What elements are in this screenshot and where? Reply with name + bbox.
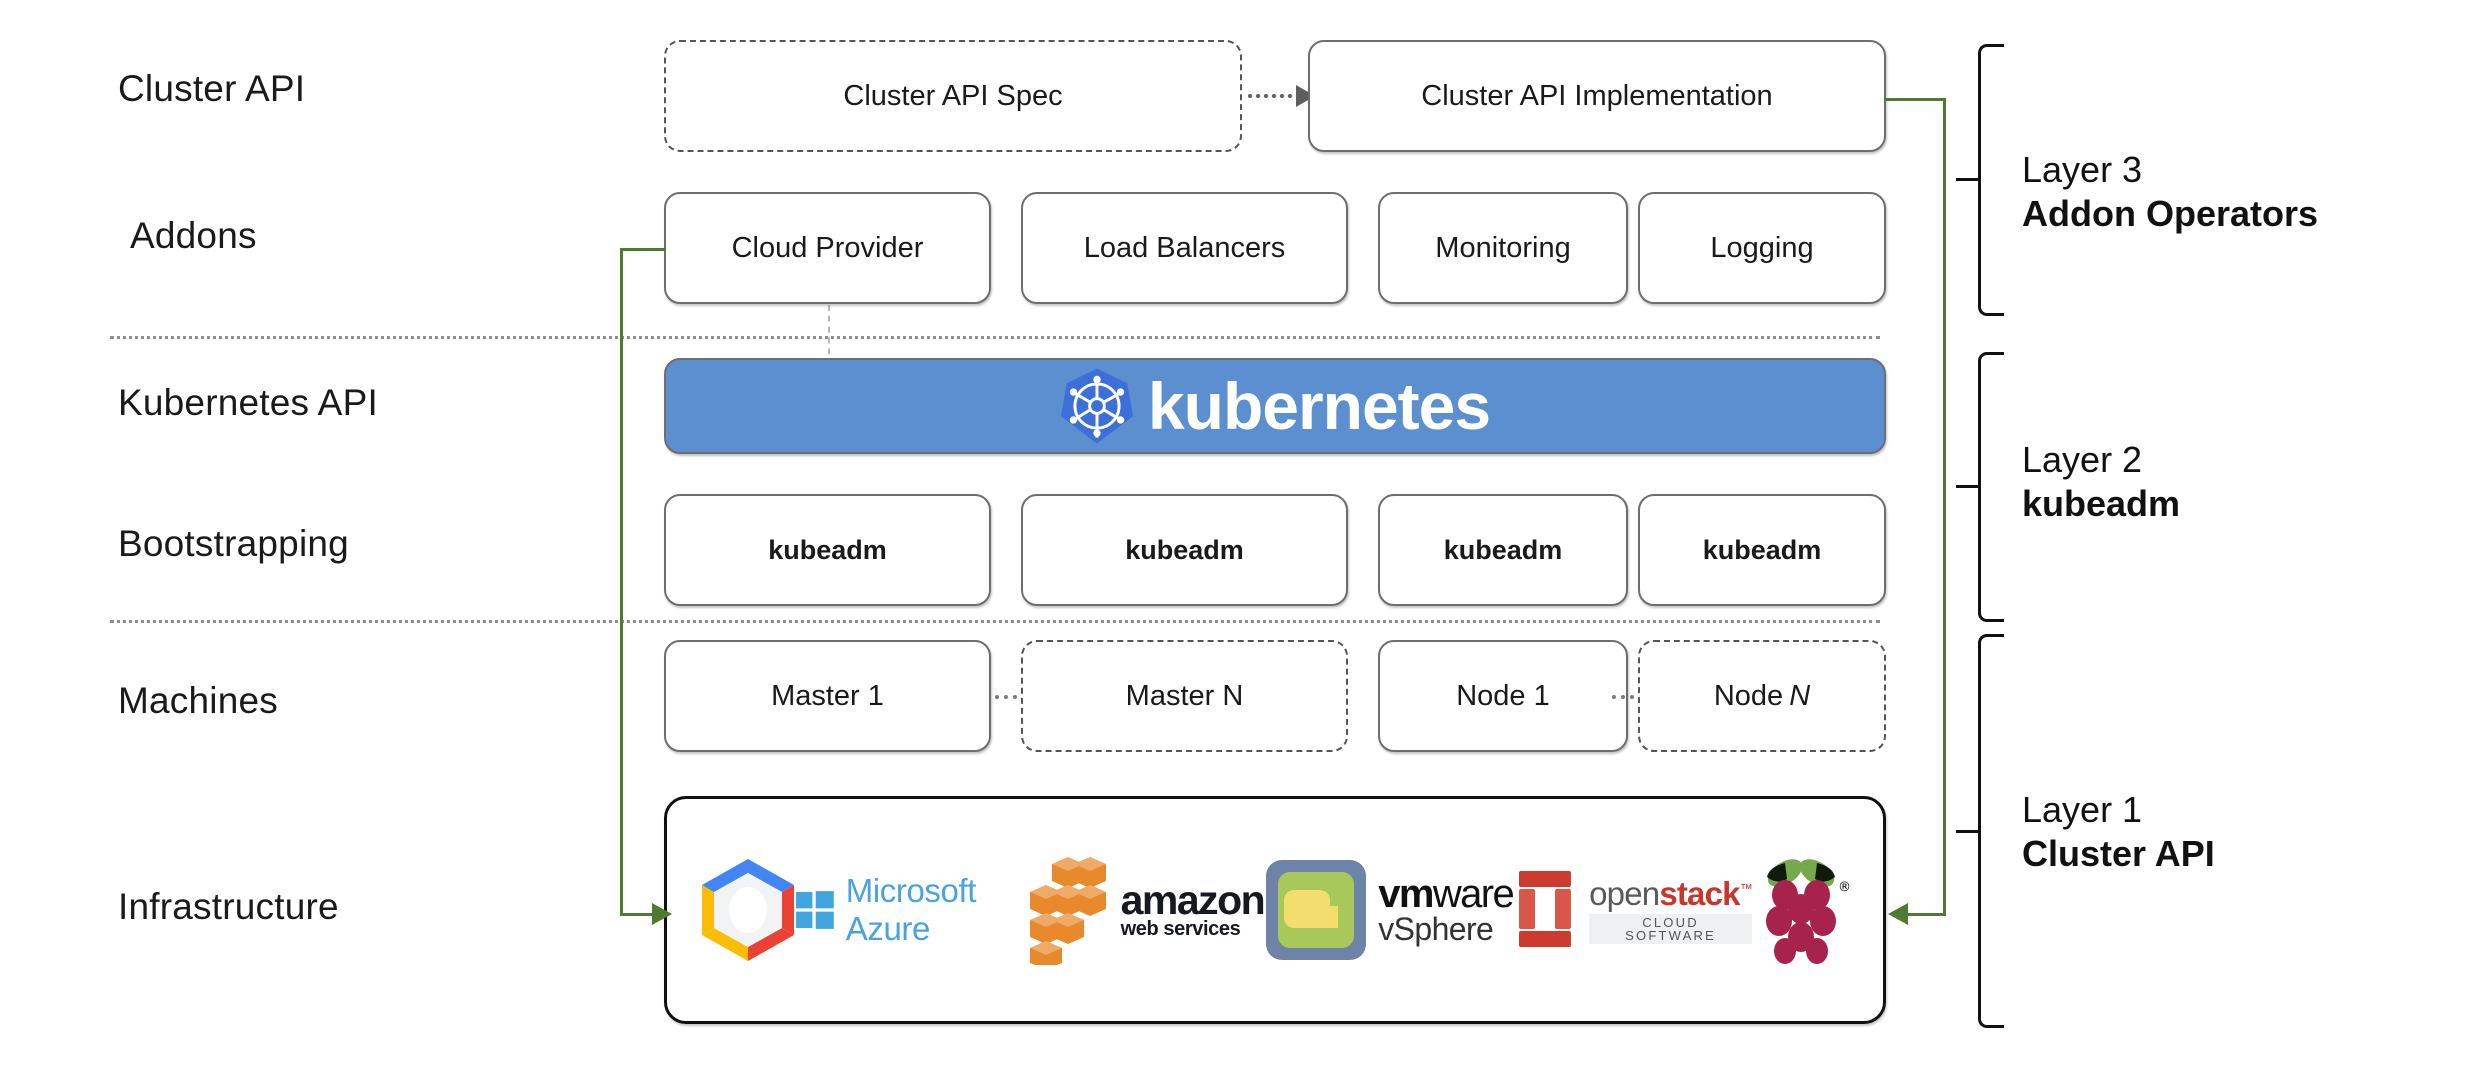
bootstrap-box-2[interactable]: kubeadm [1021,494,1348,606]
layer-1-number: Layer 1 [2022,789,2143,830]
row-label-addons: Addons [130,215,257,256]
addon-box-load-balancers[interactable]: Load Balancers [1021,192,1348,304]
layer-separator-upper [110,336,1880,339]
addon-box-monitoring[interactable]: Monitoring [1378,192,1628,304]
bootstrap-label: kubeadm [1443,534,1563,565]
addon-label: Monitoring [1435,231,1571,264]
bootstrap-box-1[interactable]: kubeadm [664,494,991,606]
layer-3-bracket [1978,44,2004,316]
layer-1-label: Layer 1 Cluster API [2022,788,2215,876]
bootstrap-box-3[interactable]: kubeadm [1378,494,1628,606]
green-connector-right-top [1884,98,1946,101]
openstack-logo: openstack™ CLOUD SOFTWARE [1513,867,1753,953]
layer-1-name: Cluster API [2022,832,2215,874]
machine-box-node-1[interactable]: Node 1 [1378,640,1628,752]
green-arrow-into-infrastructure-left [652,903,672,925]
bootstrap-label: kubeadm [1702,534,1822,565]
kubernetes-helm-wheel-icon [1060,368,1133,444]
bootstrap-box-4[interactable]: kubeadm [1638,494,1886,606]
azure-wordmark: Microsoft Azure [845,872,977,947]
layer-2-label: Layer 2 kubeadm [2022,438,2180,526]
aws-boxes-icon [1029,857,1106,965]
green-connector-right-bottom [1908,913,1946,916]
machine-box-node-n[interactable]: Node N [1638,640,1886,752]
machines-ellipsis-nodes [1612,695,1634,699]
cluster-api-spec-label: Cluster API Spec [843,79,1063,112]
green-arrow-into-infrastructure-right [1888,903,1908,925]
row-label-bootstrapping: Bootstrapping [118,523,349,564]
machine-label: Master 1 [771,679,884,712]
cluster-api-implementation-label: Cluster API Implementation [1421,79,1773,112]
bootstrap-label: kubeadm [1125,534,1244,565]
addon-label: Logging [1710,231,1814,264]
kubernetes-wordmark: kubernetes [1147,369,1491,443]
vmware-vsphere-logo: vmware vSphere [1264,858,1515,962]
cluster-api-implementation-box[interactable]: Cluster API Implementation [1308,40,1886,152]
layer-3-label: Layer 3 Addon Operators [2022,148,2318,236]
microsoft-azure-logo: Microsoft Azure [796,872,1028,948]
layer-2-bracket-nub [1956,485,1978,488]
cloud-provider-connector [828,305,830,365]
infrastructure-provider-logos: Microsoft Azure [700,846,1850,974]
openstack-wordmark: openstack™ [1589,874,1753,912]
raspberry-pi-logo: ® [1752,851,1850,969]
cluster-api-spec-box[interactable]: Cluster API Spec [664,40,1242,152]
vsphere-tile-icon [1266,860,1367,960]
green-connector-right-vertical [1943,98,1946,916]
machine-label-italic-n: N [1789,679,1811,712]
machine-box-master-1[interactable]: Master 1 [664,640,991,752]
green-connector-left-vertical [620,248,623,916]
green-connector-left-bottom [620,913,658,916]
layer-2-name: kubeadm [2022,482,2181,524]
layer-3-bracket-nub [1956,178,1978,181]
row-label-kubernetes-api: Kubernetes API [118,382,378,423]
svg-text:®: ® [1838,880,1850,895]
addon-label: Load Balancers [1083,231,1286,264]
vmware-wordmark: vmware [1378,871,1515,916]
layer-2-bracket [1978,352,2004,622]
machine-label: Master N [1125,679,1244,712]
aws-webservices-wordmark: web services [1120,917,1241,940]
layer-3-number: Layer 3 [2022,149,2143,190]
google-cloud-platform-logo [700,857,796,963]
windows-squares-icon [796,891,834,929]
bootstrap-label: kubeadm [768,534,887,565]
row-label-machines: Machines [118,680,278,721]
green-connector-left-top [620,248,666,251]
machine-label: Node [1713,679,1784,712]
row-label-cluster-api: Cluster API [118,68,306,109]
addon-box-cloud-provider[interactable]: Cloud Provider [664,192,991,304]
machines-ellipsis-masters [995,695,1017,699]
layer-1-bracket [1978,634,2004,1028]
row-label-infrastructure: Infrastructure [118,886,339,927]
openstack-tagline: CLOUD SOFTWARE [1589,913,1752,944]
amazon-web-services-logo: amazon web services [1028,855,1266,965]
spec-to-implementation-arrow-line [1248,94,1300,98]
addon-label: Cloud Provider [731,231,924,264]
kubernetes-api-banner: kubernetes [664,358,1886,454]
layer-separator-lower [110,620,1880,623]
layer-1-bracket-nub [1956,830,1978,833]
vsphere-wordmark: vSphere [1378,910,1494,947]
layer-2-number: Layer 2 [2022,439,2143,480]
aws-amazon-wordmark: amazon [1120,876,1266,923]
layer-3-name: Addon Operators [2022,192,2319,234]
openstack-cube-icon [1519,871,1572,947]
addon-box-logging[interactable]: Logging [1638,192,1886,304]
machine-label: Node 1 [1456,679,1550,712]
machine-box-master-n[interactable]: Master N [1021,640,1348,752]
